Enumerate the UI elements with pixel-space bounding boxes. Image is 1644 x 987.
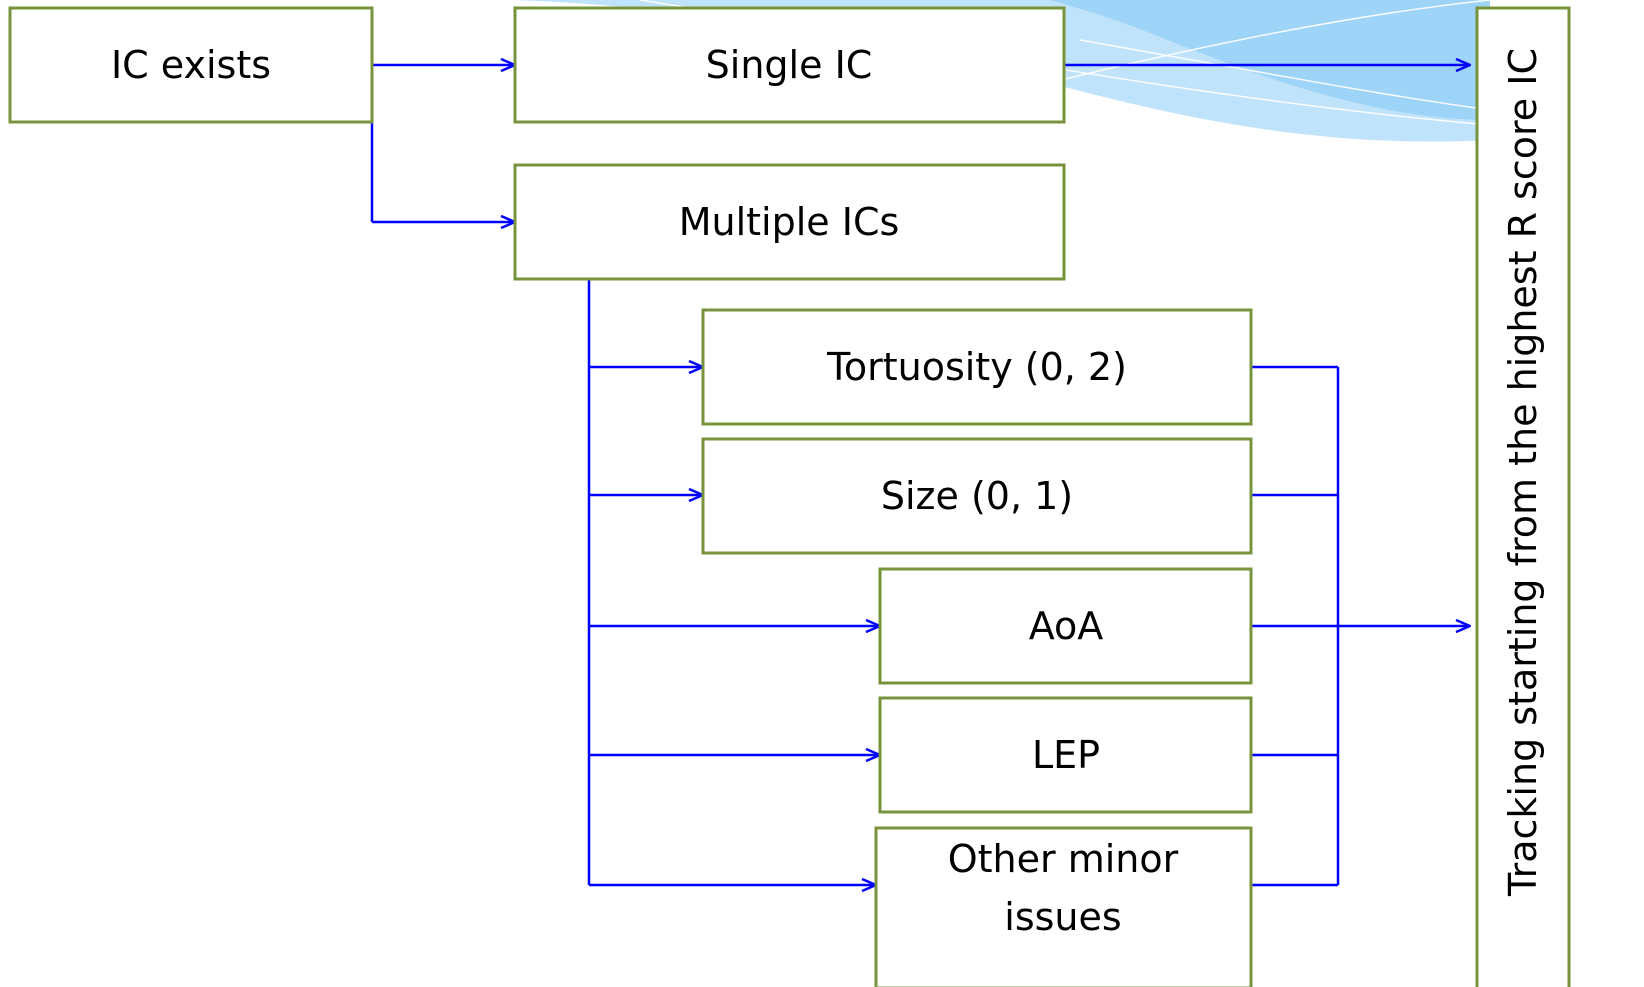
node-aoa: AoA — [878, 567, 1253, 685]
node-tortuosity-label: Tortuosity (0, 2) — [826, 345, 1127, 389]
node-tracking: Tracking starting from the highest R sco… — [1475, 6, 1571, 987]
node-aoa-label: AoA — [1029, 604, 1104, 648]
node-size-label: Size (0, 1) — [881, 474, 1073, 518]
node-single-ic: Single IC — [513, 6, 1066, 124]
node-ic-exists-label: IC exists — [111, 43, 271, 87]
node-tracking-label: Tracking starting from the highest R sco… — [1501, 48, 1545, 897]
node-lep-label: LEP — [1032, 733, 1100, 777]
node-ic-exists: IC exists — [8, 6, 374, 124]
node-other-minor-issues-label-line2: issues — [1004, 895, 1121, 939]
node-tortuosity: Tortuosity (0, 2) — [701, 308, 1253, 426]
node-size: Size (0, 1) — [701, 437, 1253, 555]
node-single-ic-label: Single IC — [706, 43, 873, 87]
node-lep: LEP — [878, 696, 1253, 814]
node-other-minor-issues: Other minor issues — [874, 826, 1253, 987]
node-multiple-ics: Multiple ICs — [513, 163, 1066, 281]
node-other-minor-issues-label-line1: Other minor — [948, 837, 1179, 881]
node-multiple-ics-label: Multiple ICs — [679, 200, 900, 244]
